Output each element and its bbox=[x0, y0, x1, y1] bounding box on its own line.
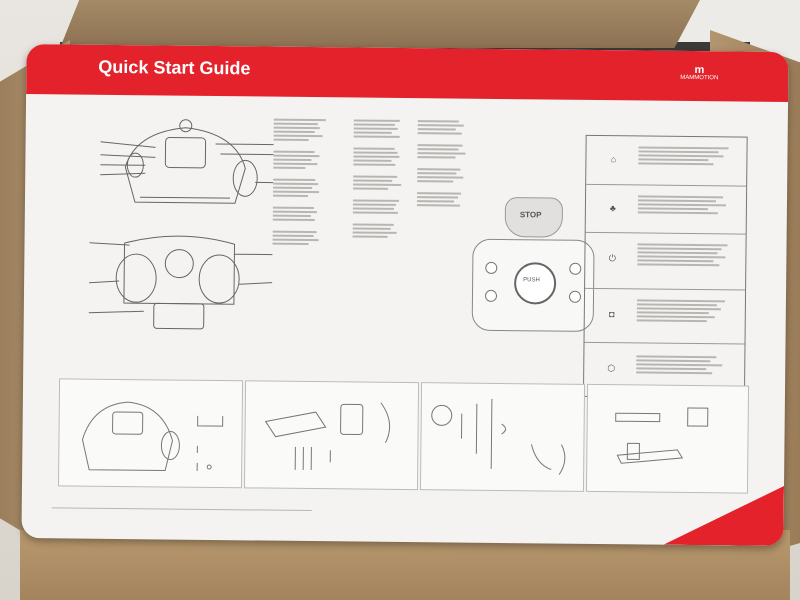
home-icon: ⌂ bbox=[610, 154, 617, 165]
stop-button-drawing: STOP bbox=[504, 197, 564, 238]
quick-start-guide-sheet: Quick Start Guide m MAMMOTION bbox=[21, 44, 789, 546]
home-button-icon bbox=[569, 262, 582, 275]
table-row-text bbox=[637, 241, 737, 268]
parts-list-column-3 bbox=[416, 118, 476, 209]
push-knob-drawing: PUSH bbox=[513, 262, 557, 305]
push-label: PUSH bbox=[523, 277, 540, 284]
panel-mower-in-box bbox=[57, 378, 244, 489]
tools-drawing bbox=[615, 407, 709, 464]
table-row: ◘ bbox=[584, 287, 746, 345]
panel-tools bbox=[585, 383, 750, 494]
box-flap-top bbox=[60, 0, 700, 48]
panel-charging-station bbox=[243, 380, 420, 491]
table-row-text bbox=[638, 144, 738, 167]
guide-title: Quick Start Guide bbox=[98, 56, 251, 79]
hardware-parts-drawing bbox=[196, 415, 224, 471]
mower-drawing bbox=[81, 401, 180, 472]
keypad-button-icon bbox=[485, 261, 498, 274]
parts-list-column-1 bbox=[272, 117, 331, 248]
controls-table: ⌂ ♣ ⏻ ◘ ⬡ bbox=[582, 134, 748, 399]
control-keypad-drawing: PUSH bbox=[471, 238, 595, 332]
table-row: ⏻ bbox=[585, 231, 746, 291]
table-row-text bbox=[637, 193, 738, 216]
guide-banner: Quick Start Guide m MAMMOTION bbox=[26, 44, 789, 103]
keypad-button-icon bbox=[484, 289, 498, 302]
brand-name: MAMMOTION bbox=[680, 74, 719, 82]
mower-top-view-drawing bbox=[100, 119, 274, 204]
lock-button-icon bbox=[568, 290, 582, 303]
charging-station-drawing bbox=[264, 402, 391, 471]
panel-accessories bbox=[419, 382, 586, 492]
mow-icon: ♣ bbox=[609, 203, 616, 214]
legal-footnote bbox=[51, 505, 312, 513]
accessories-drawing bbox=[431, 398, 566, 475]
table-row: ⌂ bbox=[586, 136, 746, 186]
power-icon: ⏻ bbox=[608, 253, 617, 264]
table-row: ♣ bbox=[585, 183, 747, 235]
brand-mark-icon: m bbox=[694, 64, 705, 77]
table-row-text bbox=[636, 353, 736, 376]
emergency-stop-icon: ⬡ bbox=[607, 363, 616, 374]
brand-logo: m MAMMOTION bbox=[680, 64, 719, 82]
stop-label: STOP bbox=[519, 210, 542, 220]
mower-bottom-view-drawing bbox=[88, 235, 273, 330]
table-row-text bbox=[636, 297, 737, 324]
lock-icon: ◘ bbox=[609, 309, 615, 320]
parts-list-column-2 bbox=[352, 117, 412, 240]
